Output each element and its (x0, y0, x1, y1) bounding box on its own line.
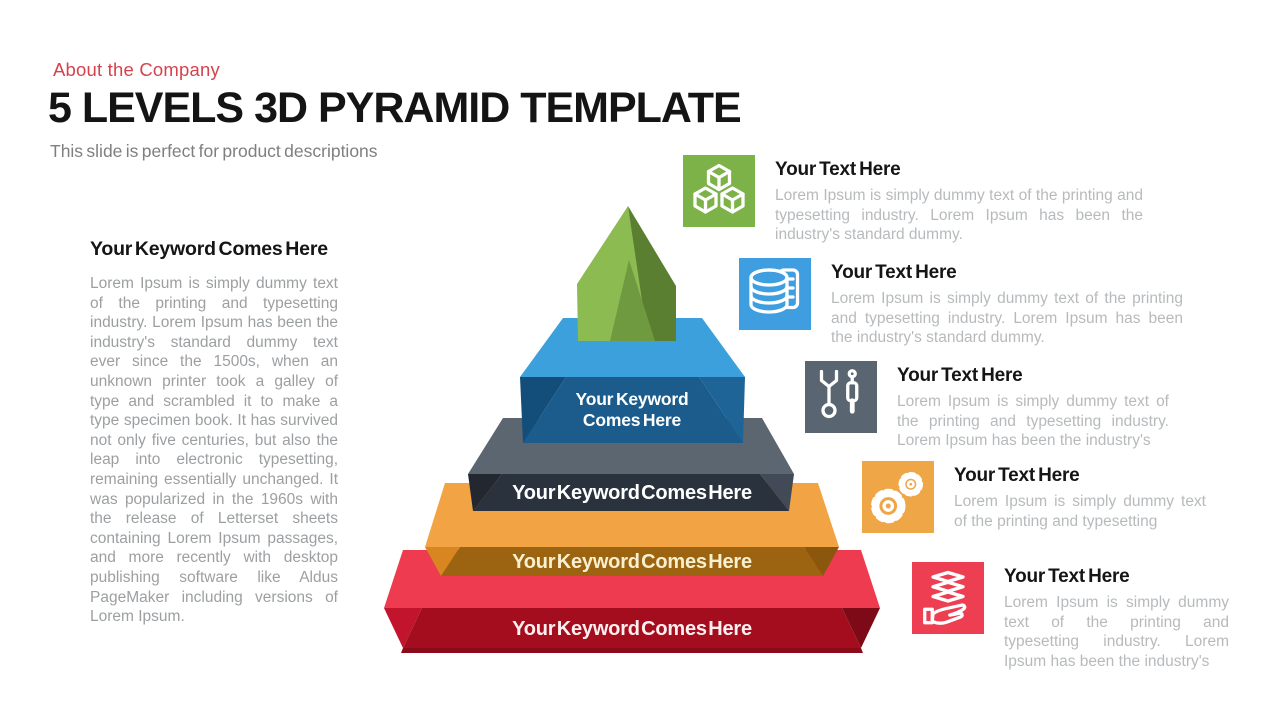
callout-body: Lorem Ipsum is simply dummy text of the … (831, 290, 1183, 346)
page-subtitle: This slide is perfect for product descri… (50, 141, 378, 161)
callout-item-5: Your Text Here Lorem Ipsum is simply dum… (912, 562, 1229, 671)
callout-text-5: Your Text Here Lorem Ipsum is simply dum… (1004, 562, 1229, 671)
level-4-front-face (441, 547, 823, 576)
callout-body: Lorem Ipsum is simply dummy text of the … (897, 393, 1169, 449)
level-5-base-shadow (401, 648, 863, 653)
level-3-left-bevel (468, 474, 502, 511)
callout-item-1: Your Text Here Lorem Ipsum is simply dum… (683, 155, 1143, 245)
level-2-right-bevel (699, 377, 745, 443)
level-4-label: Your Keyword Comes Here (512, 551, 752, 573)
level-5-left-bevel (384, 608, 422, 648)
eyebrow-label: About the Company (53, 59, 220, 80)
level-2-left-bevel (520, 377, 566, 443)
callout-body: Lorem Ipsum is simply dummy text of the … (1004, 594, 1229, 670)
pyramid-level-1-apex (577, 206, 676, 341)
callout-item-3: Your Text Here Lorem Ipsum is simply dum… (805, 361, 1169, 451)
level-2-front-face (523, 377, 743, 443)
left-panel-heading: Your Keyword Comes Here (90, 238, 328, 260)
database-icon (739, 258, 811, 330)
tools-icon (805, 361, 877, 433)
callout-body: Lorem Ipsum is simply dummy text of the … (954, 493, 1206, 530)
gears-icon (862, 461, 934, 533)
level-3-right-bevel (760, 474, 794, 511)
callout-item-4: Your Text Here Lorem Ipsum is simply dum… (862, 461, 1206, 533)
callout-heading: Your Text Here (1004, 566, 1130, 587)
callout-text-2: Your Text Here Lorem Ipsum is simply dum… (831, 258, 1183, 348)
level-3-label: Your Keyword Comes Here (512, 482, 752, 504)
level-5-right-bevel (842, 608, 880, 648)
level-5-label: Your Keyword Comes Here (512, 618, 752, 640)
callout-item-2: Your Text Here Lorem Ipsum is simply dum… (739, 258, 1183, 348)
hand-layers-icon (912, 562, 984, 634)
left-text-panel: Your Keyword Comes Here Lorem Ipsum is s… (90, 238, 338, 627)
apex-mid-face (610, 260, 655, 341)
level-4-right-bevel (804, 547, 839, 576)
callout-heading: Your Text Here (897, 365, 1023, 386)
callout-text-1: Your Text Here Lorem Ipsum is simply dum… (775, 155, 1143, 245)
level-3-front-face (473, 474, 789, 511)
cubes-icon (683, 155, 755, 227)
callout-heading: Your Text Here (775, 159, 901, 180)
callout-text-4: Your Text Here Lorem Ipsum is simply dum… (954, 461, 1206, 533)
callout-heading: Your Text Here (954, 465, 1080, 486)
level-5-front-face (403, 608, 861, 648)
callout-body: Lorem Ipsum is simply dummy text of the … (775, 187, 1143, 243)
callout-text-3: Your Text Here Lorem Ipsum is simply dum… (897, 361, 1169, 451)
level-4-left-bevel (425, 547, 460, 576)
pyramid-level-2: Your Keyword Comes Here (520, 318, 745, 443)
apex-dark-face (628, 206, 676, 341)
left-panel-body: Lorem Ipsum is simply dummy text of the … (90, 275, 338, 626)
level-2-label-line2: Comes Here (583, 410, 682, 430)
level-2-top-face (520, 318, 745, 377)
callout-heading: Your Text Here (831, 262, 957, 283)
page-title: 5 LEVELS 3D PYRAMID TEMPLATE (48, 84, 742, 132)
level-2-label-line1: Your Keyword (576, 389, 689, 409)
